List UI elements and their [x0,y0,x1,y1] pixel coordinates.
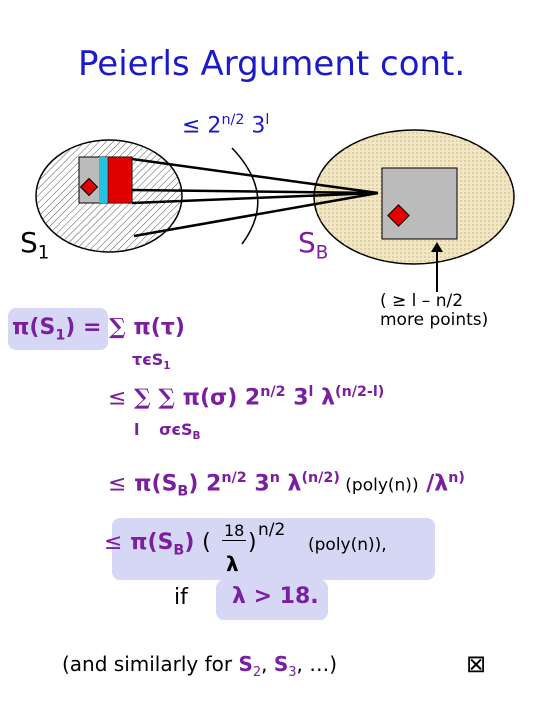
eq4-fraction-num: 18 [222,521,247,541]
brace-arc [231,147,259,245]
cond-expr: λ > 18. [232,584,319,609]
eq1-under: τєS1 [132,350,171,373]
left-diamond [79,177,99,197]
cond-if: if [174,585,188,610]
eq4-fraction-den: λ [226,552,239,576]
eq2: ≤ ∑ ∑ π(σ) 2n/2 3l λ(n/2-l) [108,384,385,411]
eq3: ≤ π(SB) 2n/2 3n λ(n/2) (poly(n)) /λn) [108,470,465,500]
red-strip [107,156,133,204]
right-diamond [387,204,410,227]
right-square [381,167,458,240]
eq4-poly: (poly(n)), [308,535,387,555]
eq4-close: ) [248,530,257,555]
diagram [35,129,515,292]
footer: (and similarly for S2, S3, …) [62,652,338,680]
eq4-highlight [112,518,435,580]
eq4: ≤ π(SB) ( [104,530,211,559]
note: ( ≥ l – n/2 more points) [380,291,489,330]
eq1: π(S1) = ∑ π(τ) [12,314,185,344]
label-sb: SB [298,226,329,264]
cond-highlight [216,580,328,620]
label-s1: S1 [20,226,50,264]
eq4-exp: n/2 [258,520,286,540]
top-bound: ≤ 2n/2 3l [182,112,270,139]
cyan-strip [99,157,108,203]
qed-icon: ⊠ [466,650,487,678]
eq1-highlight [8,308,108,350]
eq2-under: l σєSB [134,420,201,443]
slide-title: Peierls Argument cont. [78,44,466,84]
